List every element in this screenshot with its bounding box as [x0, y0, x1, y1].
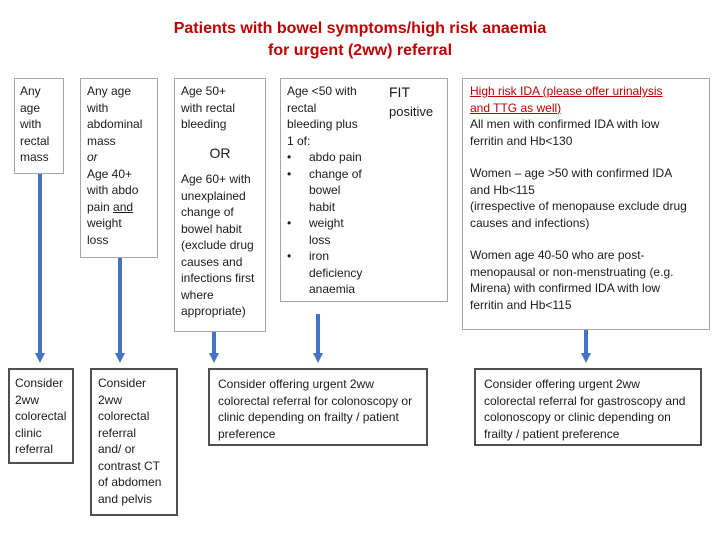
bullet-line: habit [309, 199, 336, 214]
bullet-line: loss [309, 232, 331, 247]
ida-women-over50-line: Women – age >50 with confirmed IDA [470, 166, 673, 180]
bowel-habit-line: change of [181, 205, 234, 219]
outcome-line: colorectal referral for colonoscopy or [218, 393, 413, 408]
abdominal-mass-line: Any age [87, 84, 132, 98]
fit-symptom-list: abdo pain change of bowel habit weight l… [287, 149, 379, 298]
title-line-1: Patients with bowel symptoms/high risk a… [173, 20, 547, 37]
rectal-bleeding-line: bleeding [181, 117, 227, 131]
outcome-colonoscopy: Consider offering urgent 2ww colorectal … [208, 368, 428, 446]
bullet-line: change of [309, 166, 362, 181]
ida-men-line: ferritin and Hb<130 [470, 133, 573, 148]
list-item: change of bowel habit [287, 166, 379, 216]
bowel-habit-line: infections first [181, 271, 255, 285]
outcome-gastroscopy: Consider offering urgent 2ww colorectal … [474, 368, 702, 446]
fit-intro-line: 1 of: [287, 133, 311, 148]
bullet-line: deficiency [309, 265, 363, 280]
bullet-line: weight [309, 216, 344, 230]
bowel-habit-line: (exclude drug [181, 238, 254, 252]
bowel-habit-line: Age 60+ with [181, 172, 251, 186]
ida-women-40-50-line: ferritin and Hb<115 [470, 297, 572, 312]
criteria-ida: High risk IDA (please offer urinalysis a… [462, 78, 710, 330]
bullet-line: iron [309, 249, 330, 263]
fit-intro-line: bleeding plus [287, 117, 358, 131]
outcome-line: 2ww [98, 392, 123, 407]
criteria-rectal-bleeding: Age 50+ with rectal bleeding OR Age 60+ … [174, 78, 266, 332]
ida-heading-line: and TTG as well) [470, 100, 562, 115]
rectal-mass-line: with [20, 117, 42, 131]
ida-women-40-50-line: Women age 40-50 who are post- [470, 248, 645, 262]
or-separator: OR [209, 144, 231, 161]
outcome-line: colorectal [15, 409, 67, 423]
outcome-line: Consider offering urgent 2ww [218, 377, 374, 391]
abdominal-mass-line: loss [87, 232, 109, 247]
outcome-line: 2ww [15, 392, 40, 407]
bowel-habit-line: causes and [181, 254, 243, 269]
outcome-line: colonoscopy or clinic depending on [484, 410, 671, 424]
bowel-habit-line: bowel habit [181, 221, 242, 236]
outcome-line: Consider offering urgent 2ww [484, 377, 640, 391]
bullet-line: anaemia [309, 282, 356, 296]
criteria-abdominal-mass: Any age with abdominal mass or Age 40+ w… [80, 78, 158, 258]
list-item: iron deficiency anaemia [287, 248, 379, 298]
abdominal-mass-line: mass [87, 133, 116, 148]
pain-and-line: pain and [87, 199, 151, 216]
ida-women-over50-line: (irrespective of menopause exclude drug [470, 199, 687, 213]
ida-women-over50-line: and Hb<115 [470, 182, 535, 197]
bullet-line: bowel [309, 183, 341, 197]
page-title: Patients with bowel symptoms/high risk a… [0, 18, 720, 62]
rectal-mass-line: age [20, 100, 41, 115]
title-line-2: for urgent (2ww) referral [267, 42, 453, 59]
rectal-mass-line: mass [20, 150, 49, 164]
ida-heading-line: High risk IDA (please offer urinalysis [470, 84, 663, 98]
ida-men-line: All men with confirmed IDA with low [470, 117, 660, 131]
fit-label: FIT [389, 84, 410, 100]
criteria-rectal-mass: Any age with rectal mass [14, 78, 64, 174]
outcome-line: and/ or [98, 442, 136, 456]
outcome-line: frailty / patient preference [484, 426, 620, 441]
outcome-colorectal-ct: Consider 2ww colorectal referral and/ or… [90, 368, 178, 516]
outcome-line: referral [15, 442, 54, 456]
outcome-line: Consider [98, 376, 147, 390]
criteria-fit: Age <50 with rectal bleeding plus 1 of: … [280, 78, 448, 302]
abdominal-mass-line: with abdo [87, 183, 139, 197]
abdominal-mass-line: abdominal [87, 117, 143, 131]
rectal-mass-line: Any [20, 84, 41, 98]
outcome-line: and pelvis [98, 491, 153, 506]
outcome-line: clinic [15, 425, 42, 440]
outcome-line: clinic depending on frailty / patient [218, 410, 399, 424]
rectal-bleeding-line: Age 50+ [181, 84, 227, 98]
outcome-line: referral [98, 425, 137, 440]
or-label: or [87, 150, 98, 164]
outcome-line: of abdomen [98, 475, 162, 489]
abdominal-mass-line: Age 40+ [87, 166, 133, 181]
ida-women-40-50-line: Mirena) with confirmed IDA with low [470, 281, 661, 295]
fit-positive-label: positive [389, 104, 434, 119]
pain-text: pain [87, 199, 114, 214]
and-text: and [113, 199, 134, 214]
ida-women-over50-line: causes and infections) [470, 215, 590, 230]
outcome-colorectal-clinic: Consider 2ww colorectal clinic referral [8, 368, 74, 464]
rectal-bleeding-line: with rectal [181, 100, 236, 115]
bullet-line: abdo pain [309, 150, 362, 164]
outcome-line: Consider [15, 376, 64, 390]
outcome-line: colorectal referral for gastroscopy and [484, 393, 686, 408]
bowel-habit-line: unexplained [181, 188, 246, 203]
fit-intro-line: rectal [287, 100, 317, 115]
bowel-habit-line: appropriate) [181, 304, 246, 318]
list-item: weight loss [287, 215, 379, 248]
abdominal-mass-line: with [87, 100, 109, 115]
outcome-line: preference [218, 426, 276, 441]
rectal-mass-line: rectal [20, 133, 50, 148]
outcome-line: colorectal [98, 409, 150, 423]
list-item: abdo pain [287, 149, 379, 166]
fit-intro-line: Age <50 with [287, 84, 357, 98]
abdominal-mass-line: weight [87, 216, 122, 230]
ida-women-40-50-line: menopausal or non-menstruating (e.g. [470, 264, 674, 279]
outcome-line: contrast CT [98, 458, 161, 473]
bowel-habit-line: where [181, 287, 214, 302]
